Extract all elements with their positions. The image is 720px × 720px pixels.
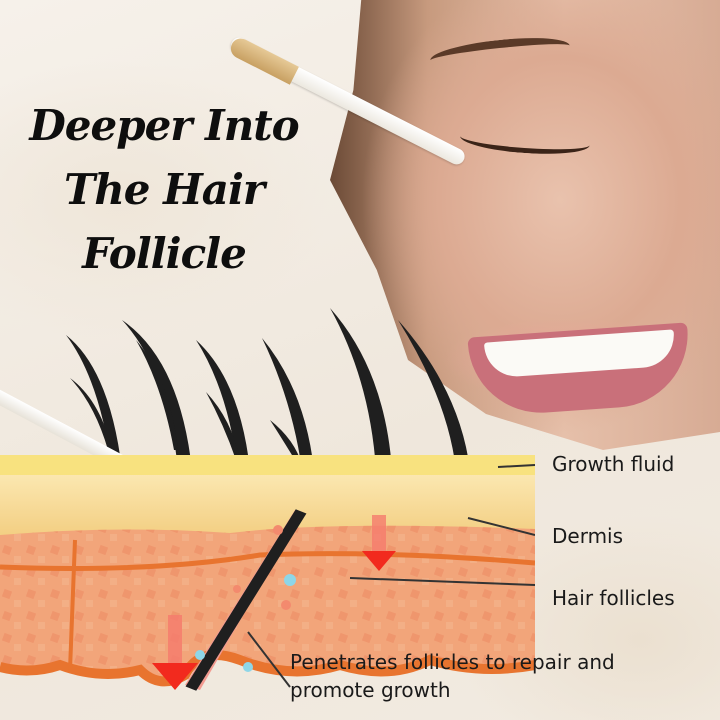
headline-line-3: Follicle xyxy=(82,229,247,278)
headline-line-1: Deeper Into xyxy=(29,101,299,150)
hair-strands-illustration xyxy=(66,308,470,470)
caption-line-2: promote growth xyxy=(290,678,451,702)
headline: Deeper Into The Hair Follicle xyxy=(14,94,314,286)
skin-cross-section-diagram xyxy=(0,455,535,691)
caption-line-1: Penetrates follicles to repair and xyxy=(290,650,615,674)
label-dermis: Dermis xyxy=(552,524,624,548)
caption: Penetrates follicles to repair and promo… xyxy=(290,648,615,704)
label-growth-fluid: Growth fluid xyxy=(552,452,675,476)
headline-line-2: The Hair xyxy=(63,165,265,214)
label-hair-follicles: Hair follicles xyxy=(552,586,675,610)
